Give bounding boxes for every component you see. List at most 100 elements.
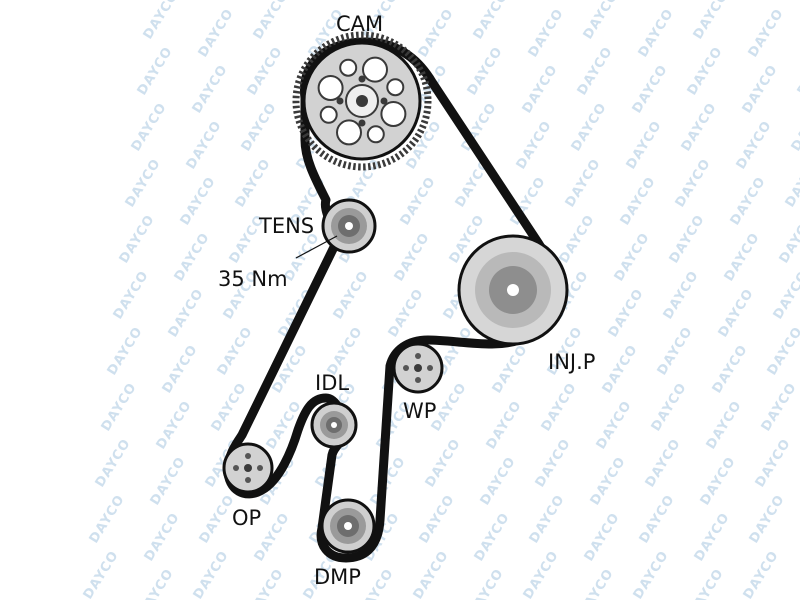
watermark-text: DAYCO	[679, 100, 720, 154]
watermark-text: DAYCO	[471, 0, 512, 42]
watermark-text: DAYCO	[631, 548, 672, 600]
watermark-text: DAYCO	[686, 566, 727, 600]
watermark-text: DAYCO	[557, 212, 598, 266]
watermark-text: DAYCO	[166, 286, 207, 340]
watermark-text: DAYCO	[178, 174, 219, 228]
cam-sprocket-windows	[317, 56, 407, 146]
cam-sprocket-window	[339, 58, 358, 77]
watermark-text: DAYCO	[563, 156, 604, 210]
cam-sprocket-window	[336, 119, 362, 146]
watermark-text: DAYCO	[569, 100, 610, 154]
cam-sprocket-bolt	[358, 119, 366, 127]
watermark-text: DAYCO	[771, 268, 800, 322]
watermark-text: DAYCO	[716, 286, 757, 340]
watermark-text: DAYCO	[753, 436, 794, 490]
watermark-text: DAYCO	[184, 118, 225, 172]
label-injp: INJ.P	[548, 350, 595, 374]
watermark-text: DAYCO	[417, 492, 458, 546]
watermark-text: DAYCO	[251, 0, 292, 42]
watermark-text: DAYCO	[581, 0, 622, 42]
watermark-text: DAYCO	[416, 6, 457, 60]
injection-pump-hub	[507, 284, 519, 296]
watermark-text: DAYCO	[484, 398, 525, 452]
watermark-text: DAYCO	[398, 174, 439, 228]
watermark-text: DAYCO	[472, 510, 513, 564]
cam-sprocket-bolt	[380, 97, 388, 105]
cam-sprocket-bolt	[336, 97, 344, 105]
watermark-text: DAYCO	[685, 44, 726, 98]
watermark-text: DAYCO	[600, 342, 641, 396]
watermark-text: DAYCO	[765, 324, 800, 378]
watermark-text: DAYCO	[795, 44, 800, 98]
watermark-text: DAYCO	[215, 324, 256, 378]
watermark-text: DAYCO	[606, 286, 647, 340]
cam-sprocket-teeth	[292, 31, 432, 171]
watermark-text: DAYCO	[99, 380, 140, 434]
watermark-text: DAYCO	[667, 212, 708, 266]
watermark-text: DAYCO	[136, 566, 177, 600]
watermark-text: DAYCO	[196, 6, 237, 60]
watermark-text: DAYCO	[710, 342, 751, 396]
label-wp: WP	[403, 399, 436, 423]
watermark-text: DAYCO	[466, 566, 507, 600]
tensioner-pulley	[321, 198, 377, 254]
tensioner-hub	[345, 222, 353, 230]
cam-sprocket-bolt	[358, 75, 366, 83]
watermark-text: DAYCO	[411, 548, 452, 600]
label-cam: CAM	[336, 12, 383, 36]
cam-sprocket-window	[380, 101, 407, 127]
oil-pump-pulley	[222, 442, 274, 494]
watermark-text: DAYCO	[741, 548, 782, 600]
watermark-text: DAYCO	[527, 492, 568, 546]
watermark-text: DAYCO	[692, 510, 733, 564]
watermark-text: DAYCO	[172, 230, 213, 284]
watermark-text: DAYCO	[588, 454, 629, 508]
watermark-text: DAYCO	[368, 454, 409, 508]
watermark-text: DAYCO	[331, 268, 372, 322]
watermark-text: DAYCO	[661, 268, 702, 322]
watermark-text: DAYCO	[722, 230, 763, 284]
watermark-text: DAYCO	[630, 62, 671, 116]
cam-sprocket-window	[366, 125, 385, 144]
watermark-text: DAYCO	[796, 566, 800, 600]
watermark-text: DAYCO	[783, 156, 800, 210]
watermark-text: DAYCO	[514, 118, 555, 172]
watermark-text: DAYCO	[245, 44, 286, 98]
label-dmp: DMP	[314, 565, 361, 589]
watermark-text: DAYCO	[533, 436, 574, 490]
watermark-text: DAYCO	[465, 44, 506, 98]
cam-sprocket-hub	[356, 95, 368, 107]
watermark-text: DAYCO	[246, 566, 287, 600]
watermark-text: DAYCO	[190, 62, 231, 116]
watermark-text: DAYCO	[582, 510, 623, 564]
watermark-text: DAYCO	[520, 62, 561, 116]
watermark-text: DAYCO	[691, 0, 732, 42]
watermark-text: DAYCO	[160, 342, 201, 396]
watermark-text: DAYCO	[233, 156, 274, 210]
watermark-text: DAYCO	[386, 286, 427, 340]
watermark-text: DAYCO	[356, 566, 397, 600]
watermark-text: DAYCO	[521, 548, 562, 600]
label-op: OP	[232, 506, 261, 530]
watermark-text: DAYCO	[747, 492, 788, 546]
idler-pulley	[310, 401, 358, 449]
watermark-text: DAYCO	[392, 230, 433, 284]
label-idl: IDL	[315, 371, 349, 395]
watermark-text: DAYCO	[141, 0, 182, 42]
watermark-text: DAYCO	[789, 100, 800, 154]
watermark-text: DAYCO	[636, 6, 677, 60]
cam-sprocket-window	[386, 78, 405, 97]
watermark-text: DAYCO	[612, 230, 653, 284]
watermark-text: DAYCO	[704, 398, 745, 452]
watermark-text: DAYCO	[117, 212, 158, 266]
watermark-text: DAYCO	[637, 492, 678, 546]
watermark-text: DAYCO	[239, 100, 280, 154]
watermark-text: DAYCO	[191, 548, 232, 600]
watermark-text: DAYCO	[93, 436, 134, 490]
watermark-text: DAYCO	[87, 492, 128, 546]
watermark-text: DAYCO	[746, 6, 787, 60]
watermark-text: DAYCO	[673, 156, 714, 210]
watermark-text: DAYCO	[698, 454, 739, 508]
label-torque: 35 Nm	[218, 267, 288, 291]
